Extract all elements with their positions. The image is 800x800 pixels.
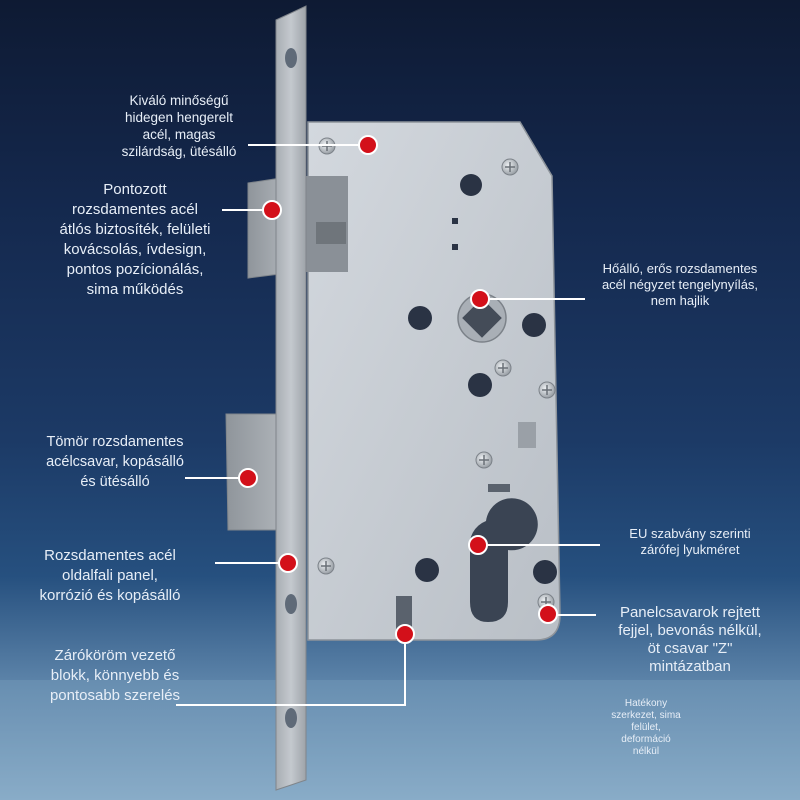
callout-quality: Kiváló minőségű hidegen hengerelt acél, …: [121, 93, 237, 159]
marker-euro: [468, 535, 488, 555]
marker-solid: [238, 468, 258, 488]
marker-quality: [358, 135, 378, 155]
markers: [238, 135, 558, 644]
leader-lines: [176, 144, 600, 706]
callout-efficient: Hatékony szerkezet, sima felület, deform…: [611, 698, 681, 757]
case-hole-4: [468, 373, 492, 397]
callout-spindle: Hőálló, erős rozsdamentes acél négyzet t…: [601, 261, 759, 308]
callout-panel-screws: Panelcsavarok rejtett fejjel, bevonás né…: [618, 604, 762, 675]
callout-solid-bolt: Tömör rozsdamentes acélcsavar, kopásálló…: [46, 434, 184, 490]
case-slot-2: [452, 244, 458, 250]
marker-guide: [395, 624, 415, 644]
callout-side-panel: Rozsdamentes acél oldalfali panel, korró…: [39, 547, 181, 604]
case-screw-4: [538, 381, 556, 399]
case-screw-3: [494, 359, 512, 377]
marker-diagonal: [262, 200, 282, 220]
latch-spring: [316, 222, 346, 244]
marker-sidepanel: [278, 553, 298, 573]
case-hole-3: [522, 313, 546, 337]
faceplate-hole-mid: [285, 594, 297, 614]
case-screw-6: [317, 557, 335, 575]
callout-euro-cylinder: EU szabvány szerinti zárófej lyukméret: [629, 526, 751, 557]
marker-screws: [538, 604, 558, 624]
marker-spindle: [470, 289, 490, 309]
faceplate: [275, 5, 307, 791]
callout-guide-block: Záróköröm vezető blokk, könnyebb és pont…: [49, 647, 181, 704]
case-hole-2: [408, 306, 432, 330]
case-hole-1: [460, 174, 482, 196]
case-slot-1: [452, 218, 458, 224]
case-hole-5: [415, 558, 439, 582]
euro-cylinder-cutout: [469, 498, 538, 622]
spindle-square-hole: [462, 298, 502, 338]
case-screw-2: [501, 158, 519, 176]
water-reflection: [0, 680, 800, 800]
leader-guide: [176, 634, 406, 706]
faceplate-hole-bottom: [285, 708, 297, 728]
follower-arm: [518, 422, 536, 448]
faceplate-hole-top: [285, 48, 297, 68]
callout-diagonal-latch: Pontozott rozsdamentes acél átlós biztos…: [59, 181, 211, 298]
follower-slot: [488, 484, 510, 492]
case-screw-5: [475, 451, 493, 469]
case-hole-6: [533, 560, 557, 584]
